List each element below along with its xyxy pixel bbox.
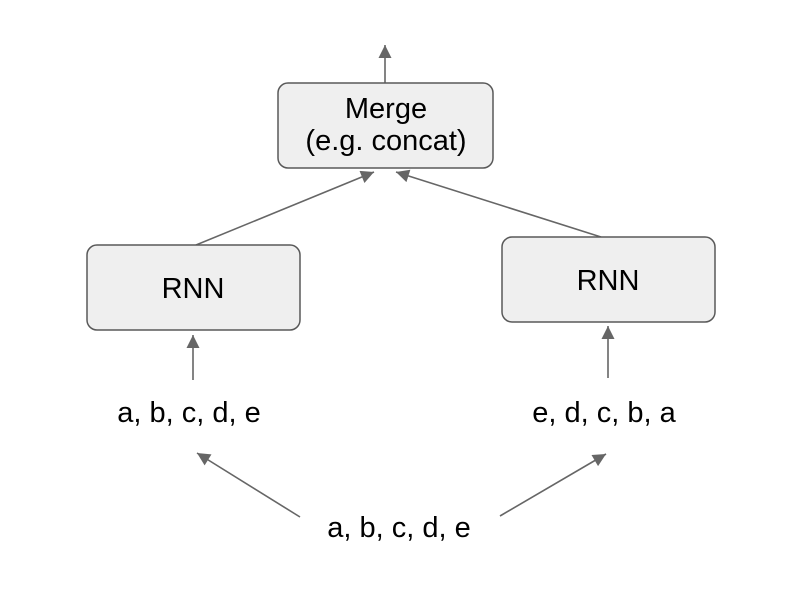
merge-label-line1: Merge: [345, 93, 427, 125]
arrow-source-to-input-right: [499, 453, 607, 517]
arrow-rnn-left-to-merge: [195, 170, 375, 246]
arrow-source-to-input-left: [196, 452, 301, 518]
merge-label-line2: (e.g. concat): [305, 125, 466, 157]
merge-box: [277, 82, 494, 169]
rnn-right-label: RNN: [577, 265, 640, 297]
rnn-left-box: [86, 244, 301, 331]
source-label: a, b, c, d, e: [327, 512, 470, 544]
rnn-right-box: [501, 236, 716, 323]
input-left-label: a, b, c, d, e: [117, 397, 260, 429]
rnn-left-label: RNN: [162, 273, 225, 305]
arrow-rnn-right-to-merge: [395, 169, 602, 238]
input-right-label: e, d, c, b, a: [532, 397, 676, 429]
